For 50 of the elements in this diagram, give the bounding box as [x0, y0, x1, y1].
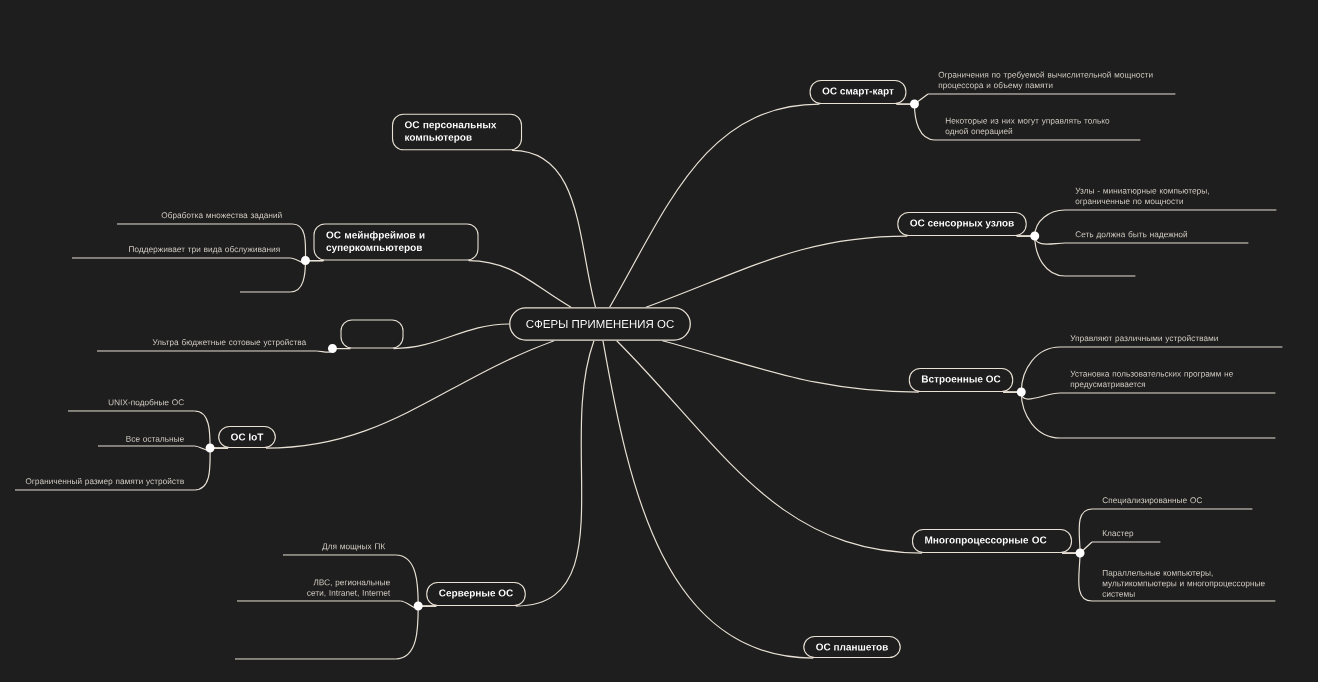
subtopic-line: Установка пользовательских программ не предусматривается: [1059, 370, 1276, 394]
subtopic-line: Управляют различными устройствами: [1059, 334, 1283, 348]
connector-line: [265, 340, 555, 449]
subtopic-line: Специализированные ОС: [1091, 497, 1253, 510]
subtopic-line: Сеть должна быть надежной: [1064, 230, 1249, 244]
subtopic-line: Параллельные компьютеры, мультикомпьютеры и многопроцессорные системы: [1091, 570, 1276, 602]
connector-line: [661, 340, 920, 393]
topic-box: Встроенные ОС: [908, 367, 1014, 393]
subtopic-line: [234, 658, 396, 660]
topic-box: Многопроцессорные ОС: [911, 528, 1073, 554]
subtopic-line: Некоторые из них могут управлять только одной операцией: [934, 117, 1141, 141]
topic-box: ОС мейнфреймов и суперкомпьютеров: [313, 223, 479, 261]
topic-box: ОС планшетов: [803, 635, 901, 659]
connector-line: [602, 340, 814, 659]
connector-line: [616, 340, 923, 554]
subtopic-line: ЛВС, региональные сети, Intranet, Internet: [236, 579, 401, 602]
subtopic-line: Ограниченный размер памяти устройств: [14, 477, 195, 491]
subtopic-line: Для мощных ПК: [282, 543, 396, 556]
connector-line: [511, 149, 597, 308]
subtopic-line: Поддерживает три вида обслуживания: [71, 246, 291, 259]
connector-line: [1002, 391, 1061, 439]
topic-box: ОС смарт-карт: [809, 79, 907, 105]
connector-line: [1061, 552, 1093, 602]
topic-box: ОС сенсорных узлов: [897, 211, 1027, 237]
central-topic-box: СФЕРЫ ПРИМЕНЕНИЯ ОС: [509, 307, 691, 341]
connector-line: [392, 323, 510, 350]
connector-line: [645, 235, 908, 308]
subtopic-line: UNIX-подобные ОС: [67, 399, 195, 412]
subtopic-line: [1059, 437, 1276, 439]
subtopic-line: Все остальные: [97, 436, 195, 447]
subtopic-line: Ультра бюджетные сотовые устройства: [96, 338, 317, 352]
connector-line: [515, 340, 595, 607]
connector-line: [289, 259, 325, 293]
topic-box: Серверные ОС: [426, 581, 526, 607]
subtopic-line: [1064, 275, 1136, 277]
topic-box: [340, 319, 404, 349]
subtopic-line: [239, 291, 291, 293]
connector-line: [315, 347, 352, 353]
topic-box: ОС IoT: [218, 425, 276, 449]
subtopic-line: Узлы - миниатюрные компьютеры, ограниченные по мощности: [1064, 187, 1277, 211]
subtopic-line: Ограничения по требуемой вычислительной мощности процессора и объему памяти: [927, 71, 1176, 95]
connector-line: [609, 103, 821, 308]
connector-line: [467, 259, 572, 308]
subtopic-line: Кластер: [1091, 530, 1161, 543]
subtopic-line: Обработка множества заданий: [116, 211, 293, 225]
connector-line: [193, 447, 229, 491]
connector-line: [1016, 235, 1066, 277]
connector-line: [394, 605, 437, 660]
topic-box: ОС персональных компьютеров: [391, 113, 523, 151]
connector-line: [895, 103, 936, 141]
